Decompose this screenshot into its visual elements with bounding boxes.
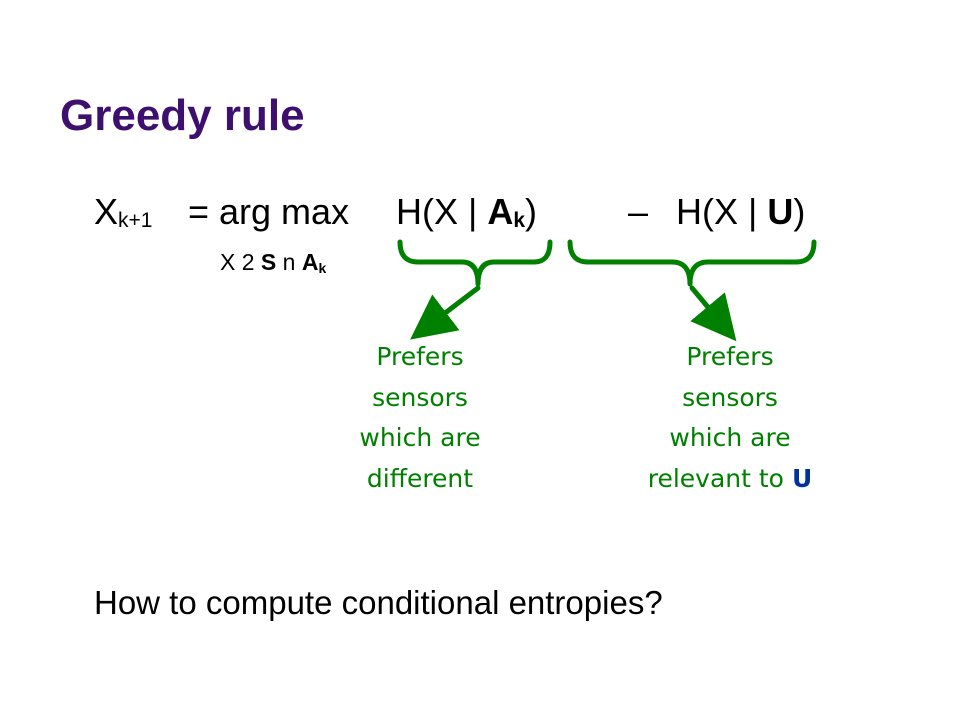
slide-title: Greedy rule: [60, 91, 305, 140]
term1-close: ): [525, 191, 538, 232]
term2-close: ): [793, 191, 806, 232]
question-text: How to compute conditional entropies?: [94, 584, 663, 621]
equation-lhs: Xk+1: [94, 190, 152, 243]
entropy-term-given-ak: H(X | Ak): [396, 190, 537, 243]
left-arrow: [410, 285, 481, 340]
minus-sign: –: [628, 191, 649, 232]
relevant-set-u: U: [791, 463, 813, 493]
term1-open: H(X |: [396, 191, 488, 232]
lhs-variable: X: [94, 191, 119, 232]
right-arrow: [689, 285, 737, 342]
lhs-subscript: k+1: [118, 209, 153, 232]
term2-open: H(X |: [676, 191, 768, 232]
term2-set: U: [767, 191, 794, 232]
right-brace: [567, 239, 817, 287]
equation-argmax: = arg max: [188, 191, 350, 232]
argmax-constraint: X 2 S n Ak: [220, 249, 327, 276]
annotation-relevant-to-u: Prefers sensors which are relevant to U: [647, 342, 813, 493]
left-brace: [397, 239, 553, 287]
term1-set: Ak: [487, 191, 526, 232]
entropy-term-given-u: H(X | U): [676, 190, 805, 234]
annotation-different: Prefers sensors which are different: [359, 342, 481, 493]
